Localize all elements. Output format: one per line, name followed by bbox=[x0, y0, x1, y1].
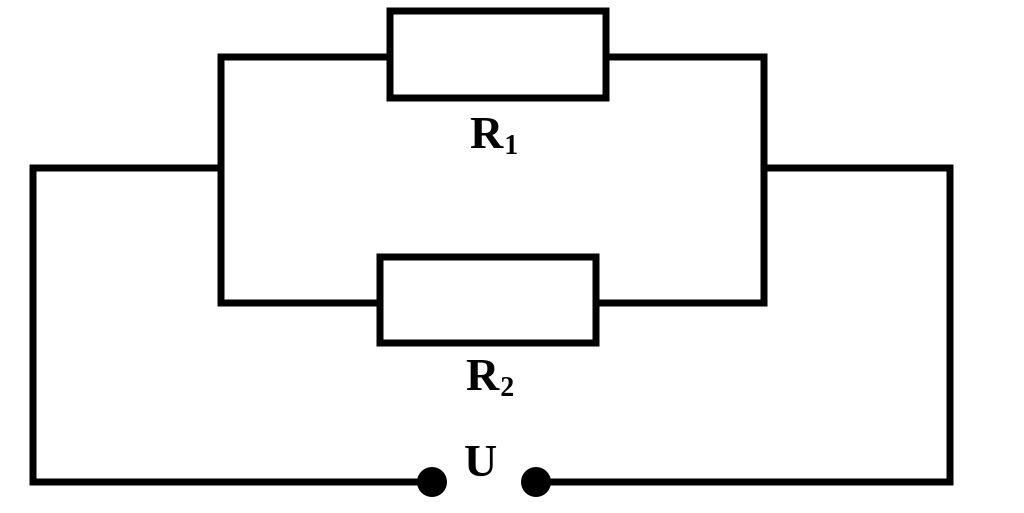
wire-outer-left bbox=[29, 164, 434, 486]
terminal-left bbox=[417, 467, 447, 497]
resistor-r1-letter: R bbox=[470, 107, 504, 158]
wire-r1-left bbox=[217, 53, 394, 172]
wire-outer-right bbox=[532, 164, 954, 486]
voltage-label: U bbox=[464, 435, 498, 486]
wire-r2-left bbox=[217, 164, 384, 307]
resistor-r1-label: R1 bbox=[470, 107, 518, 160]
wire-r1-right bbox=[602, 53, 768, 172]
resistor-r1-subscript: 1 bbox=[504, 130, 519, 161]
resistor-r2-letter: R bbox=[466, 349, 500, 400]
resistor-r2 bbox=[376, 253, 600, 347]
resistor-r1 bbox=[386, 7, 610, 102]
wire-r2-right bbox=[592, 164, 768, 307]
resistor-r2-subscript: 2 bbox=[500, 372, 515, 403]
terminal-right bbox=[521, 467, 551, 497]
resistor-r2-label: R2 bbox=[466, 349, 514, 402]
